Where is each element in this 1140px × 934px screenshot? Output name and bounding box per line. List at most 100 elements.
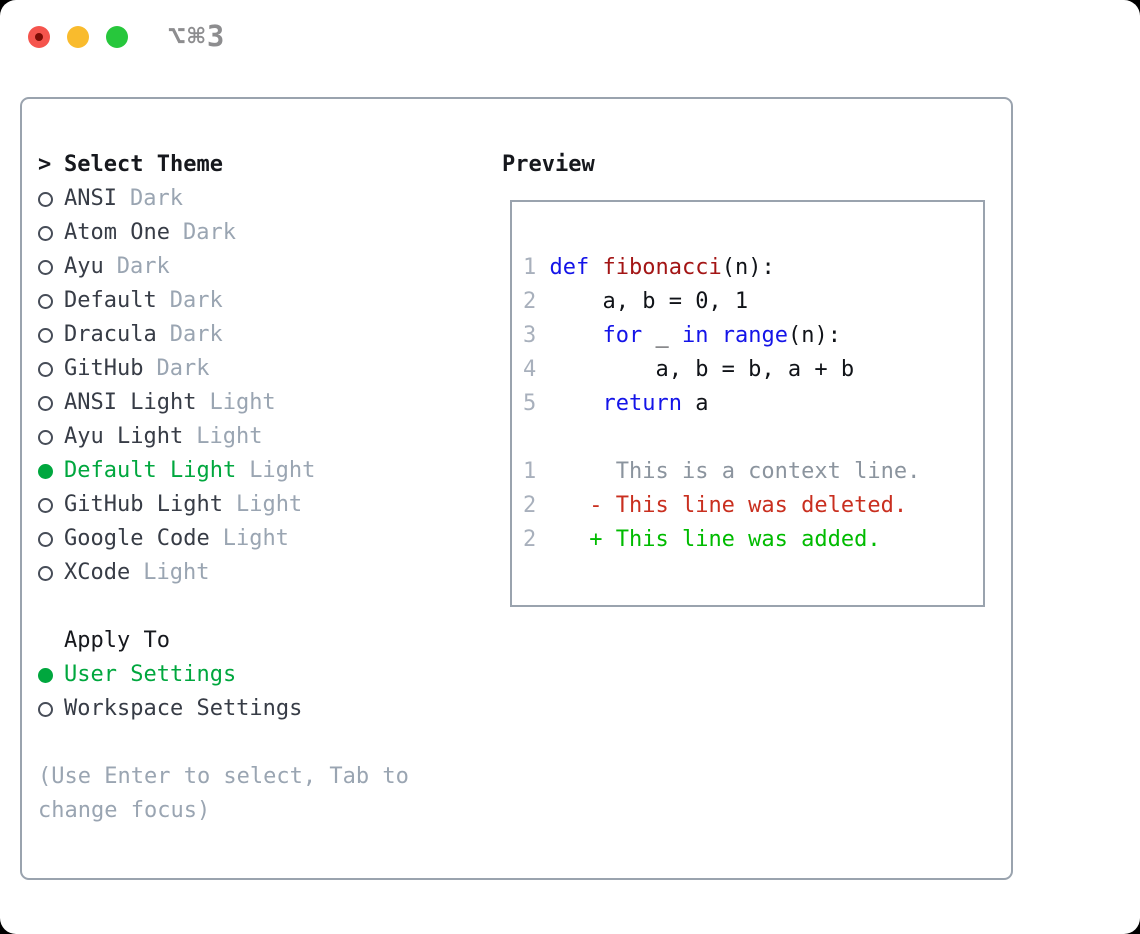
code-segment-plain: a [681,391,709,416]
theme-name: Atom One [64,220,170,245]
code-segment-add: + This line was added. [589,527,881,552]
code-segment-kw: return [602,391,682,416]
code-segment-plain: a, b = b, a + b [536,357,855,382]
theme-variant-badge: Dark [169,288,223,313]
radio-unselected-icon [38,361,53,377]
radio-unselected-icon [38,327,53,343]
code-segment-plain [536,255,549,280]
theme-option-ansi-light-light[interactable]: ANSI Light Light [38,386,498,420]
code-line: 2 + This line was added. [523,523,973,557]
apply-option-label: User Settings [64,662,237,687]
minimize-button[interactable] [67,26,89,48]
theme-option-default-dark[interactable]: Default Dark [38,284,498,318]
theme-name: Default Light [64,458,237,483]
apply-option-label: Workspace Settings [64,696,303,721]
help-text-line: (Use Enter to select, Tab to [38,764,409,789]
radio-unselected-icon [38,395,53,411]
theme-variant-badge: Light [209,390,276,415]
theme-name: XCode [64,560,131,585]
theme-option-atom-one-dark[interactable]: Atom One Dark [38,216,498,250]
code-segment-num: 5 [523,391,537,416]
radio-unselected-icon [38,259,53,275]
code-segment-num: 2 [523,527,537,552]
code-segment-plain: _ [642,323,682,348]
code-segment-num: 2 [523,493,537,518]
spacer [38,590,498,624]
code-segment-plain [536,527,589,552]
spacer [38,726,498,760]
help-text-line: change focus) [38,798,211,823]
apply-to-header-row: Apply To [38,624,498,658]
code-segment-kw: range [721,323,788,348]
code-segment-ctx: This is a context line. [615,459,921,484]
theme-variant-badge: Light [222,526,289,551]
close-button[interactable] [28,26,50,48]
code-line [523,421,973,455]
theme-variant-badge: Dark [156,356,210,381]
code-segment-num: 3 [523,323,537,348]
radio-unselected-icon [38,701,53,717]
radio-unselected-icon [38,497,53,513]
help-text: (Use Enter to select, Tab to change focus… [38,760,498,828]
theme-name: Ayu [64,254,104,279]
theme-name: Default [64,288,157,313]
select-theme-title: Select Theme [64,152,223,177]
radio-unselected-icon [38,531,53,547]
theme-name: Ayu Light [64,424,184,449]
theme-name: Dracula [64,322,157,347]
preview-title: Preview [502,152,595,177]
window-titlebar: ⌥⌘3 [0,0,1140,74]
theme-name: GitHub [64,356,144,381]
code-line: 1 This is a context line. [523,455,973,489]
apply-option-workspace-settings[interactable]: Workspace Settings [38,692,498,726]
code-segment-kw: in [681,323,709,348]
focus-prompt-icon: > [38,152,52,177]
theme-variant-badge: Light [235,492,303,517]
code-segment-num: 1 [523,459,537,484]
theme-option-github-dark[interactable]: GitHub Dark [38,352,498,386]
code-line: 3 for _ in range(n): [523,319,973,353]
code-segment-kw: def [549,255,590,280]
apply-option-user-settings[interactable]: User Settings [38,658,498,692]
apply-to-title: Apply To [64,628,170,653]
radio-selected-icon [38,667,53,683]
theme-variant-badge: Light [143,560,210,585]
code-segment-plain [536,493,589,518]
code-segment-plain [536,391,602,416]
window-shortcut-label: ⌥⌘3 [168,19,227,53]
code-line: 5 return a [523,387,973,421]
code-line: 2 a, b = 0, 1 [523,285,973,319]
code-segment-plain: (n): [721,255,775,280]
code-segment-fn: fibonacci [602,255,722,280]
maximize-button[interactable] [106,26,128,48]
theme-variant-badge: Dark [182,220,236,245]
radio-unselected-icon [38,191,53,207]
theme-option-xcode-light[interactable]: XCode Light [38,556,498,590]
code-segment-plain: (n): [787,323,841,348]
theme-name: ANSI [64,186,117,211]
radio-unselected-icon [38,429,53,445]
code-segment-plain [536,459,615,484]
theme-variant-badge: Dark [169,322,223,347]
radio-selected-icon [38,463,53,479]
theme-name: ANSI Light [64,390,197,415]
code-line: 2 - This line was deleted. [523,489,973,523]
select-theme-header-row: > Select Theme [38,148,498,182]
radio-unselected-icon [38,565,53,581]
code-segment-plain [536,323,602,348]
code-line: 4 a, b = b, a + b [523,353,973,387]
theme-option-dracula-dark[interactable]: Dracula Dark [38,318,498,352]
code-segment-plain [708,323,721,348]
